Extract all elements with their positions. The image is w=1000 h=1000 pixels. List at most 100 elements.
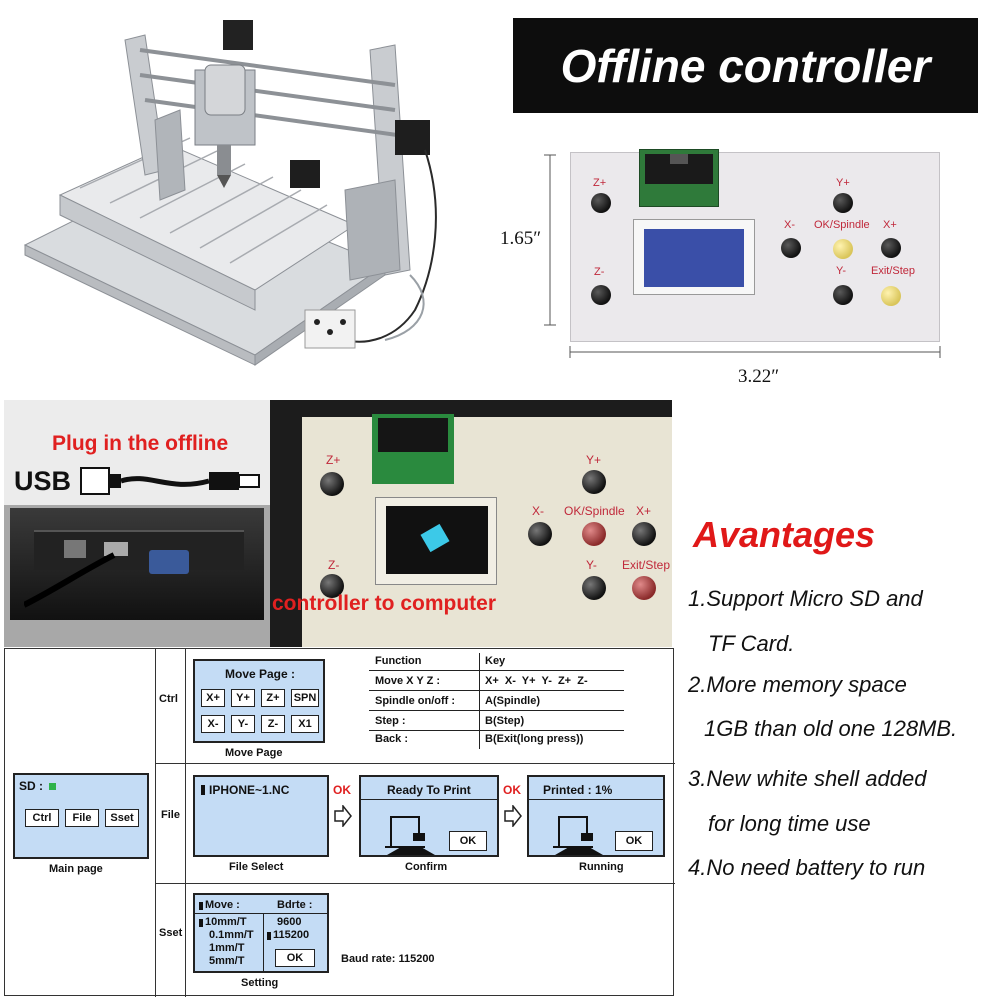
arrow-right-icon	[334, 805, 352, 827]
advantages-title: Avantages	[693, 514, 876, 555]
advantage-3-cont: for long time use	[708, 811, 871, 836]
width-dimension-line	[569, 346, 941, 358]
width-dimension: 3.22″	[738, 366, 780, 387]
move-header-marker	[199, 902, 203, 910]
photo-label-xplus: X+	[636, 504, 652, 518]
fn-move: Move X Y Z :	[375, 675, 441, 687]
zminus-button	[591, 285, 611, 305]
usb-caption-top: Plug in the offline	[52, 432, 229, 455]
pin-header-connector	[639, 149, 719, 207]
yplus-button	[833, 193, 853, 213]
baud-option-marker	[267, 932, 271, 940]
move-option-10: 10mm/T	[205, 916, 247, 928]
photo-yminus-button	[582, 576, 606, 600]
advantage-2: 2.More memory space	[688, 672, 907, 697]
photo-label-ok-spindle: OK/Spindle	[564, 504, 625, 518]
printer-icon	[385, 816, 435, 855]
row-label-sset: Sset	[159, 927, 183, 939]
advantage-2-cont: 1GB than old one 128MB.	[704, 716, 958, 741]
photo-ok-spindle-button	[582, 522, 606, 546]
photo-zminus-button	[320, 574, 344, 598]
setting-screen: Move : Bdrte : 10mm/T 0.1mm/T 1mm/T 5mm/…	[193, 893, 329, 973]
photo-lcd-screen	[375, 497, 497, 585]
fn-back: Back :	[375, 733, 409, 745]
arrow-right-icon	[504, 805, 522, 827]
menu-flow-diagram: SD : Ctrl File Sset Main page Ctrl File …	[4, 648, 675, 997]
photo-zplus-button	[320, 472, 344, 496]
key-spindle: A(Spindle)	[485, 695, 540, 707]
setting-move-header: Move :	[205, 899, 240, 911]
photo-label-exit-step: Exit/Step	[622, 558, 671, 572]
setting-caption: Setting	[241, 977, 279, 989]
ok-spindle-button	[833, 239, 853, 259]
zplus-button	[591, 193, 611, 213]
setting-baud-header: Bdrte :	[277, 899, 313, 911]
label-zminus: Z-	[594, 266, 605, 278]
ok-label-2: OK	[503, 783, 521, 797]
running-title: Printed : 1%	[543, 783, 613, 797]
label-exit-step: Exit/Step	[871, 265, 916, 277]
main-file-button: File	[65, 809, 99, 827]
confirm-title: Ready To Print	[387, 783, 471, 797]
move-x1: X1	[291, 715, 319, 733]
file-select-caption: File Select	[229, 861, 284, 873]
usb-cable-icon	[80, 467, 260, 495]
row-label-ctrl: Ctrl	[159, 693, 178, 705]
move-yminus: Y-	[231, 715, 255, 733]
move-option-marker	[199, 919, 203, 927]
function-table: Function Key Move X Y Z : X+ X- Y+ Y- Z+…	[369, 653, 624, 753]
confirm-screen: Ready To Print OK	[359, 775, 499, 857]
controller-drawing: Z+ Z- Y+ X- OK/Spindle X+ Y- Exit/Step	[570, 149, 940, 342]
running-caption: Running	[579, 861, 624, 873]
baud-option-115200: 115200	[273, 929, 310, 941]
lcd-screen	[633, 219, 755, 295]
move-option-1: 1mm/T	[209, 942, 245, 954]
baud-option-9600: 9600	[277, 916, 302, 928]
baud-rate-note: Baud rate: 115200	[341, 953, 435, 965]
xplus-button	[881, 238, 901, 258]
xminus-button	[781, 238, 801, 258]
move-zplus: Z+	[261, 689, 285, 707]
yminus-button	[833, 285, 853, 305]
label-xminus: X-	[784, 219, 795, 231]
label-ok-spindle: OK/Spindle	[814, 219, 870, 231]
move-zminus: Z-	[261, 715, 285, 733]
key-back: B(Exit(long press))	[485, 733, 584, 745]
photo-label-yplus: Y+	[586, 453, 602, 467]
move-page-title: Move Page :	[225, 667, 296, 681]
running-screen: Printed : 1% OK	[527, 775, 665, 857]
advantage-1: 1.Support Micro SD and	[688, 586, 923, 611]
height-dimension-line	[544, 154, 556, 326]
photo-xplus-button	[632, 522, 656, 546]
photo-xminus-button	[528, 522, 552, 546]
usb-caption-bottom-visible: controller to computer	[272, 592, 497, 615]
key-move: X+ X- Y+ Y- Z+ Z-	[485, 675, 588, 687]
label-zplus: Z+	[593, 177, 607, 189]
move-xplus: X+	[201, 689, 225, 707]
cnc-machine-illustration	[23, 20, 437, 366]
confirm-ok-button: OK	[449, 831, 487, 851]
file-select-screen: IPHONE~1.NC	[193, 775, 329, 857]
key-header: Key	[485, 655, 506, 667]
photo-pin-header	[372, 414, 454, 484]
sd-indicator	[49, 783, 56, 790]
move-yplus: Y+	[231, 689, 255, 707]
key-step: B(Step)	[485, 715, 525, 727]
advantage-1-cont: TF Card.	[708, 631, 795, 656]
photo-yplus-button	[582, 470, 606, 494]
page-title: Offline controller	[513, 18, 978, 113]
function-header: Function	[375, 655, 422, 667]
sd-status: SD :	[19, 779, 43, 793]
file-item: IPHONE~1.NC	[209, 783, 290, 797]
photo-label-zplus: Z+	[326, 453, 341, 467]
row-label-file: File	[161, 809, 180, 821]
label-yplus: Y+	[836, 177, 850, 189]
exit-step-button	[881, 286, 901, 306]
advantage-3: 3.New white shell added	[688, 766, 927, 791]
controller-photo: Z+ Z- Y+ X- OK/Spindle X+ Y- Exit/Step	[270, 400, 672, 647]
printer-icon	[553, 816, 603, 855]
move-spn: SPN	[291, 689, 319, 707]
usb-label: USB	[14, 466, 72, 496]
confirm-caption: Confirm	[405, 861, 448, 873]
height-dimension: 1.65″	[500, 228, 542, 249]
